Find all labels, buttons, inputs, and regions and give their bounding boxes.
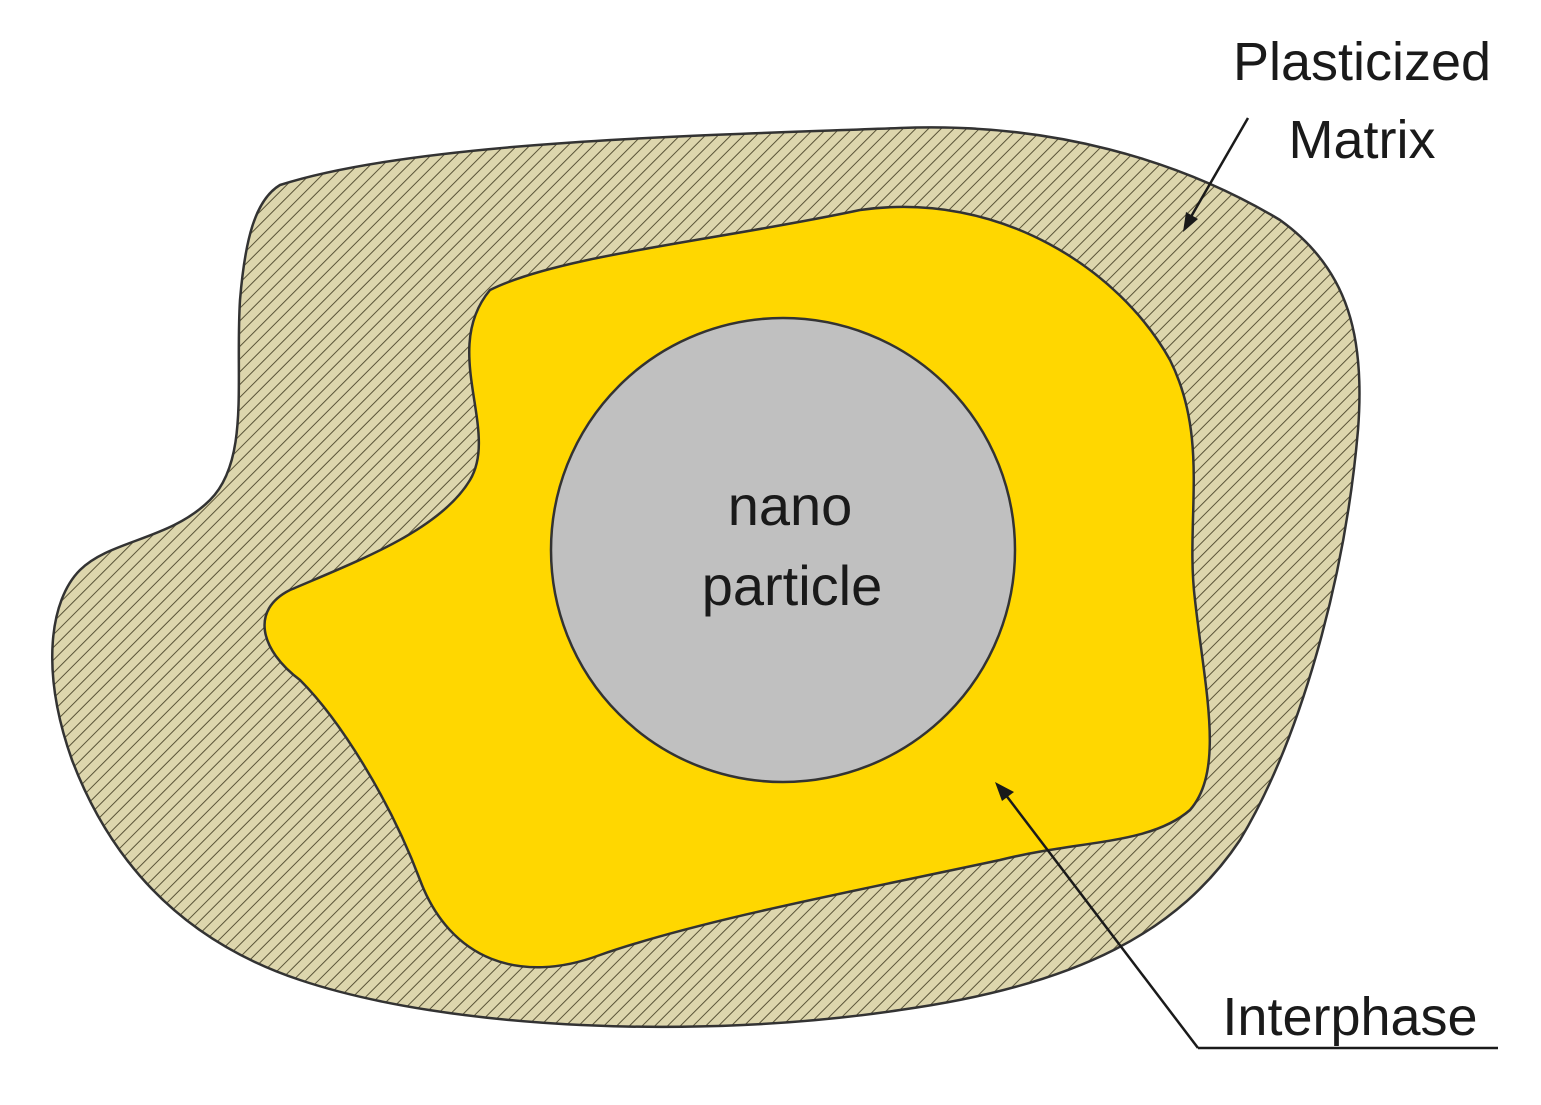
matrix-label-line1: Plasticized	[1233, 32, 1491, 92]
nano-particle	[549, 316, 1017, 784]
interphase-label: Interphase	[1222, 987, 1477, 1047]
matrix-leader-arrow	[1183, 117, 1250, 232]
particle-label-line1: nano	[728, 474, 853, 537]
particle-label-line2: particle	[702, 554, 883, 617]
matrix-label-line2: Matrix	[1289, 110, 1436, 170]
interphase-leader-arrow	[995, 782, 1498, 1050]
